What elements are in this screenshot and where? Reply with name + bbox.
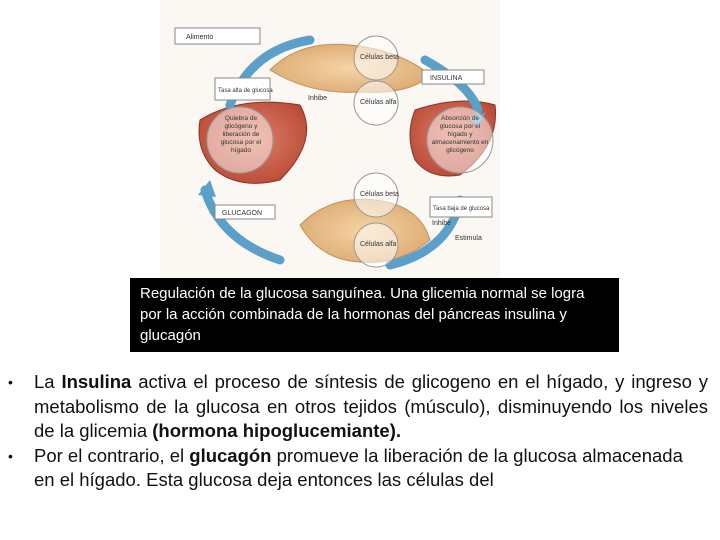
bullet-icon: •	[8, 447, 13, 464]
label-tasa-alta: Tasa alta de glucosa	[218, 88, 273, 94]
label-celulas-alfa-top: Células alfa	[360, 99, 397, 106]
figure-caption: Regulación de la glucosa sanguínea. Una …	[130, 278, 619, 352]
label-tasa-baja: Tasa baja de glucosa	[433, 206, 490, 212]
bullet-icon: •	[8, 374, 13, 390]
bullet-text: La	[34, 371, 62, 392]
bullet-text: promueve la liberación de la glucosa alm…	[34, 444, 683, 491]
label-absorcion: Absorción de glucosa por el hígado y alm…	[431, 115, 489, 154]
bullet-glucagon: • Por el contrario, el glucagón promueve…	[0, 444, 720, 493]
diagram-illustration: Alimento Células beta Tasa alta de gluco…	[160, 0, 500, 300]
cycle-arrow-left	[200, 185, 285, 265]
cycle-arrow-right	[420, 55, 483, 115]
label-inhibe-top: Inhibe	[308, 95, 327, 102]
bullet-text: Por el contrario, el	[34, 444, 190, 466]
label-estimula: Estimula	[455, 235, 482, 242]
label-celulas-beta-top: Células beta	[360, 54, 399, 61]
bullet-bold-text: Insulina	[61, 371, 132, 392]
bullet-bold-text: (hormona hipoglucemiante).	[152, 420, 401, 441]
label-alimento: Alimento	[186, 34, 213, 41]
glucose-regulation-diagram: Alimento Células beta Tasa alta de gluco…	[160, 0, 500, 300]
label-celulas-alfa-bottom: Células alfa	[360, 241, 397, 248]
bullet-insulina: • La Insulina activa el proceso de sínte…	[0, 370, 720, 444]
label-inhibe-bottom: Inhibe	[432, 220, 451, 227]
bullet-list: • La Insulina activa el proceso de sínte…	[0, 370, 720, 493]
label-celulas-beta-bottom: Células beta	[360, 191, 399, 198]
bullet-text: activa el proceso de síntesis de glicoge…	[34, 371, 708, 441]
bullet-bold-text: glucagón	[189, 444, 272, 466]
label-quiebra: Quiebra de glicógeno y liberación de glu…	[220, 115, 262, 154]
label-insulina: INSULINA	[430, 75, 463, 82]
label-glucagon: GLUCAGON	[222, 210, 262, 217]
